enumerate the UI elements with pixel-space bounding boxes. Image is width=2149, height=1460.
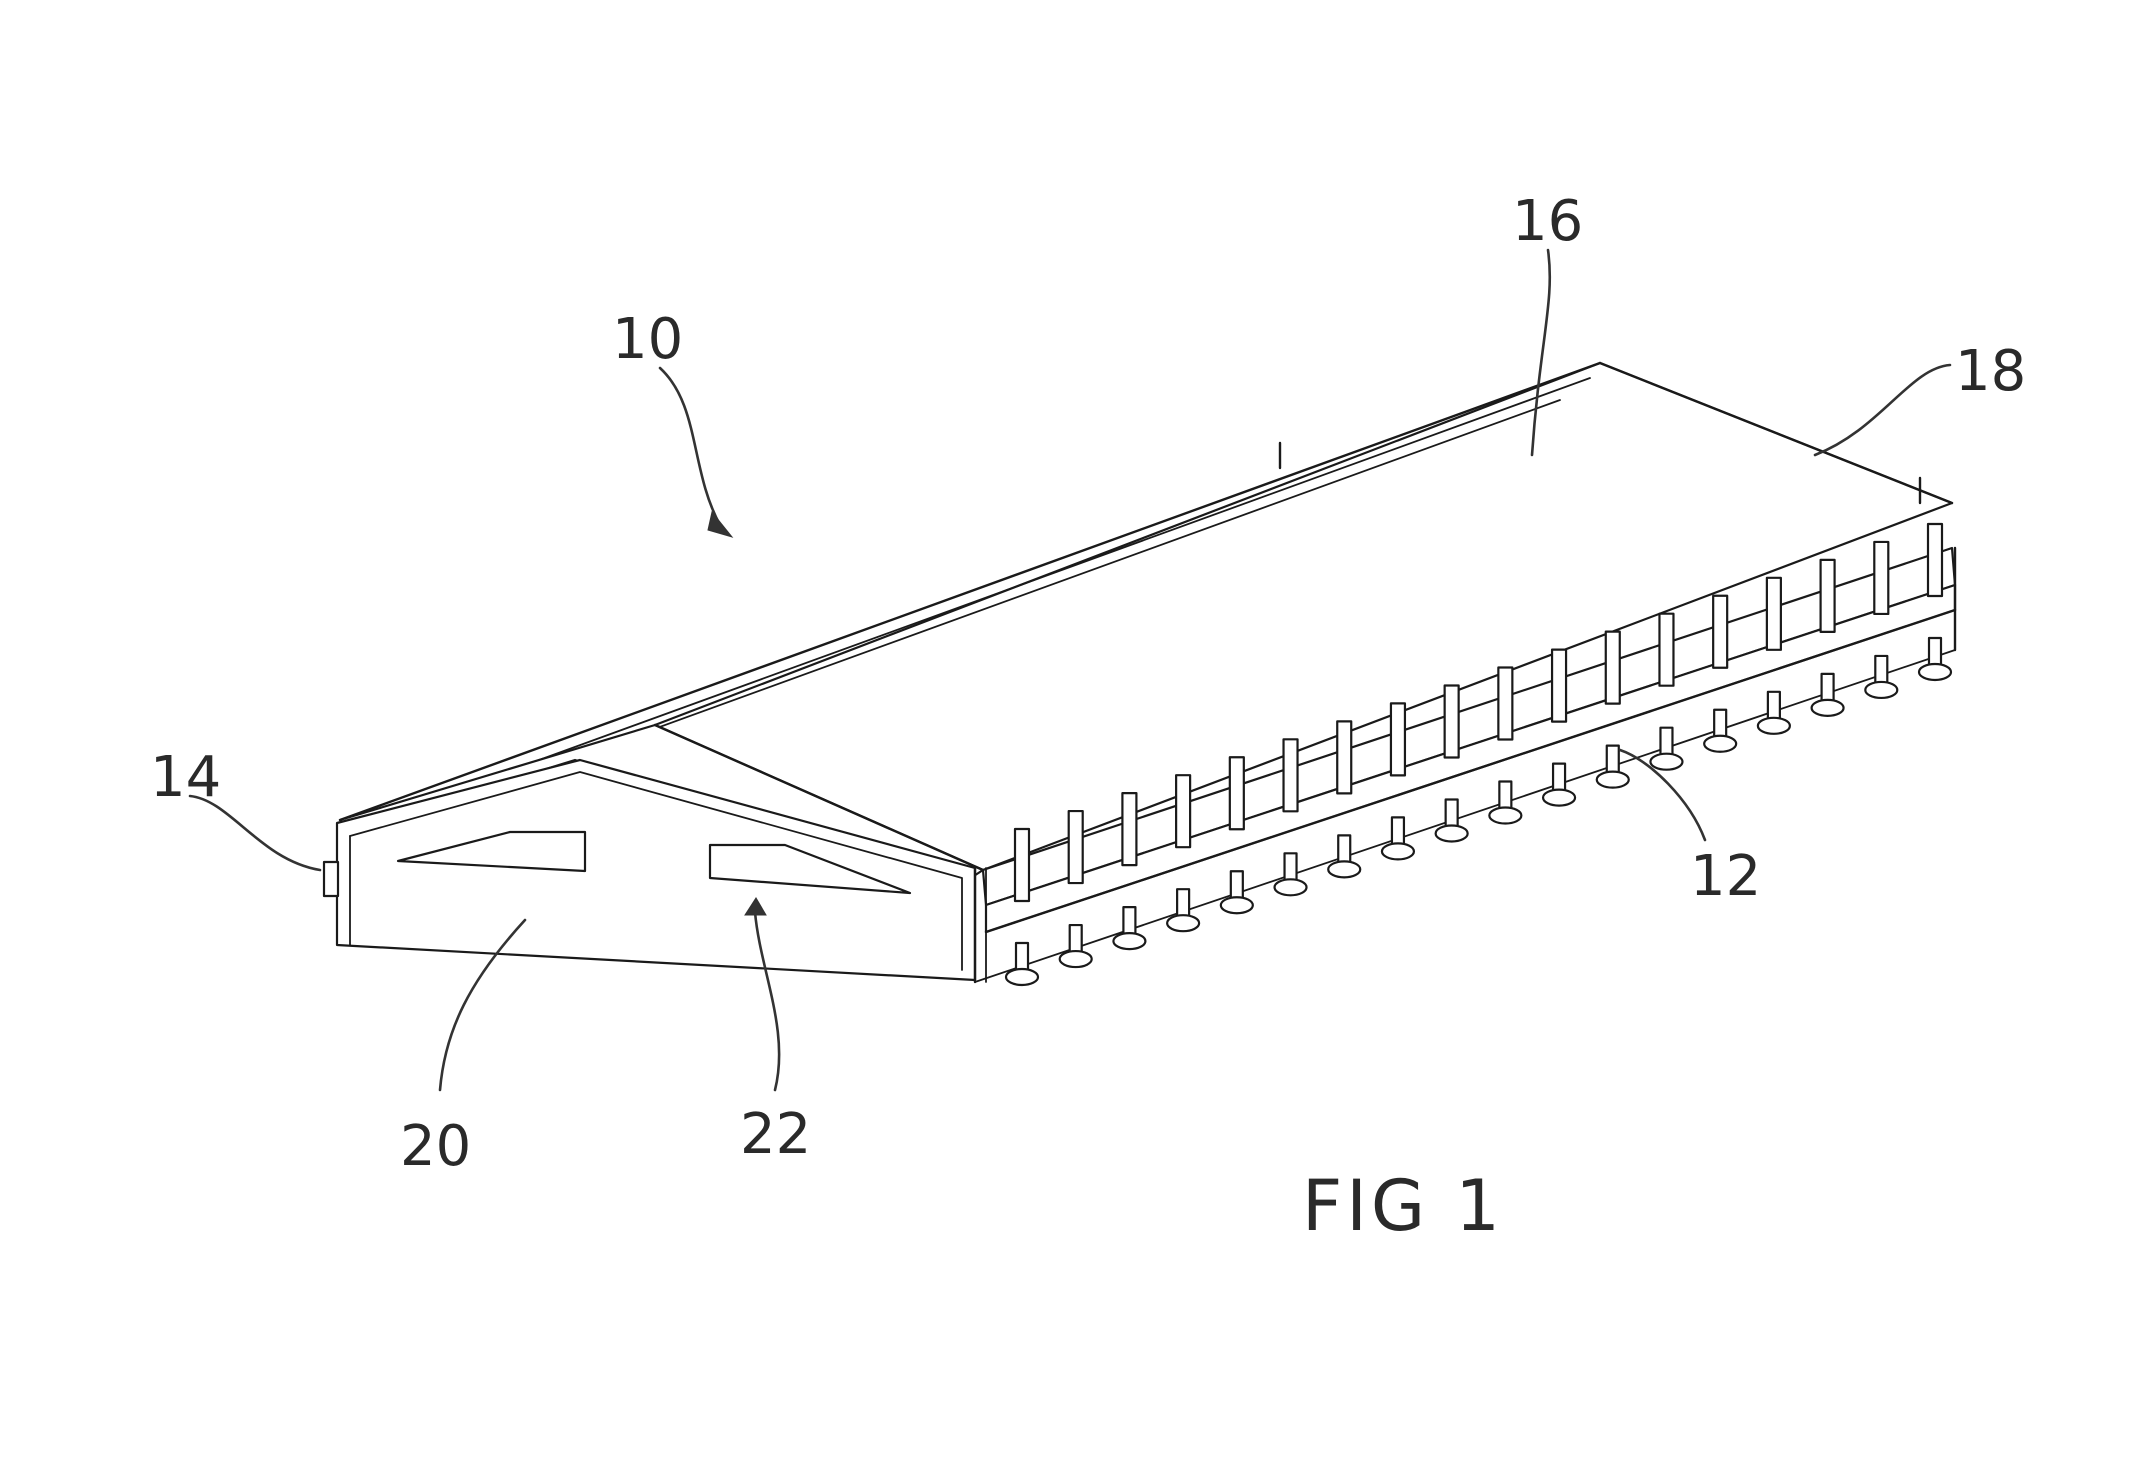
post bbox=[1175, 774, 1192, 849]
label-14: 14 bbox=[150, 745, 221, 810]
end-bracket bbox=[322, 860, 340, 898]
foot bbox=[1112, 932, 1147, 951]
vent-left bbox=[396, 830, 587, 873]
post bbox=[1712, 594, 1729, 669]
post bbox=[1497, 666, 1514, 741]
post bbox=[1121, 792, 1138, 867]
foot-row bbox=[1004, 636, 1953, 987]
post bbox=[1819, 558, 1836, 633]
foot bbox=[1380, 842, 1416, 861]
foot bbox=[1917, 662, 1953, 682]
foot bbox=[1219, 896, 1254, 915]
foot bbox=[1327, 860, 1362, 879]
foot bbox=[1273, 878, 1308, 897]
post bbox=[1228, 756, 1245, 831]
foot bbox=[1703, 734, 1738, 753]
label-22: 22 bbox=[740, 1102, 811, 1167]
label-20: 20 bbox=[400, 1114, 471, 1179]
post bbox=[1550, 648, 1568, 723]
post bbox=[1604, 630, 1621, 705]
post bbox=[1926, 522, 1944, 598]
foot bbox=[1541, 788, 1577, 807]
post bbox=[1067, 809, 1084, 885]
foot bbox=[1434, 824, 1469, 843]
post bbox=[1013, 827, 1031, 903]
label-12: 12 bbox=[1690, 844, 1761, 909]
foot bbox=[1756, 716, 1791, 735]
post bbox=[1282, 738, 1299, 813]
post bbox=[1336, 720, 1353, 795]
post bbox=[1873, 540, 1890, 616]
leader-lines bbox=[188, 248, 1952, 1092]
figure-caption: FIG 1 bbox=[1302, 1165, 1504, 1247]
foot bbox=[1649, 752, 1684, 771]
post bbox=[1389, 702, 1407, 777]
post bbox=[1443, 684, 1460, 759]
vent-right bbox=[708, 843, 912, 895]
foot bbox=[1488, 806, 1523, 825]
foot bbox=[1595, 770, 1630, 789]
foot bbox=[1810, 698, 1845, 717]
foot bbox=[1004, 967, 1040, 987]
post-row bbox=[1013, 522, 1944, 903]
foot bbox=[1058, 949, 1093, 969]
label-18: 18 bbox=[1955, 339, 2026, 404]
foot bbox=[1864, 680, 1899, 700]
post bbox=[1658, 612, 1675, 687]
label-10: 10 bbox=[612, 307, 683, 372]
label-16: 16 bbox=[1512, 189, 1583, 254]
post bbox=[1765, 576, 1782, 651]
foot bbox=[1166, 914, 1201, 933]
side-rail bbox=[973, 546, 1957, 984]
